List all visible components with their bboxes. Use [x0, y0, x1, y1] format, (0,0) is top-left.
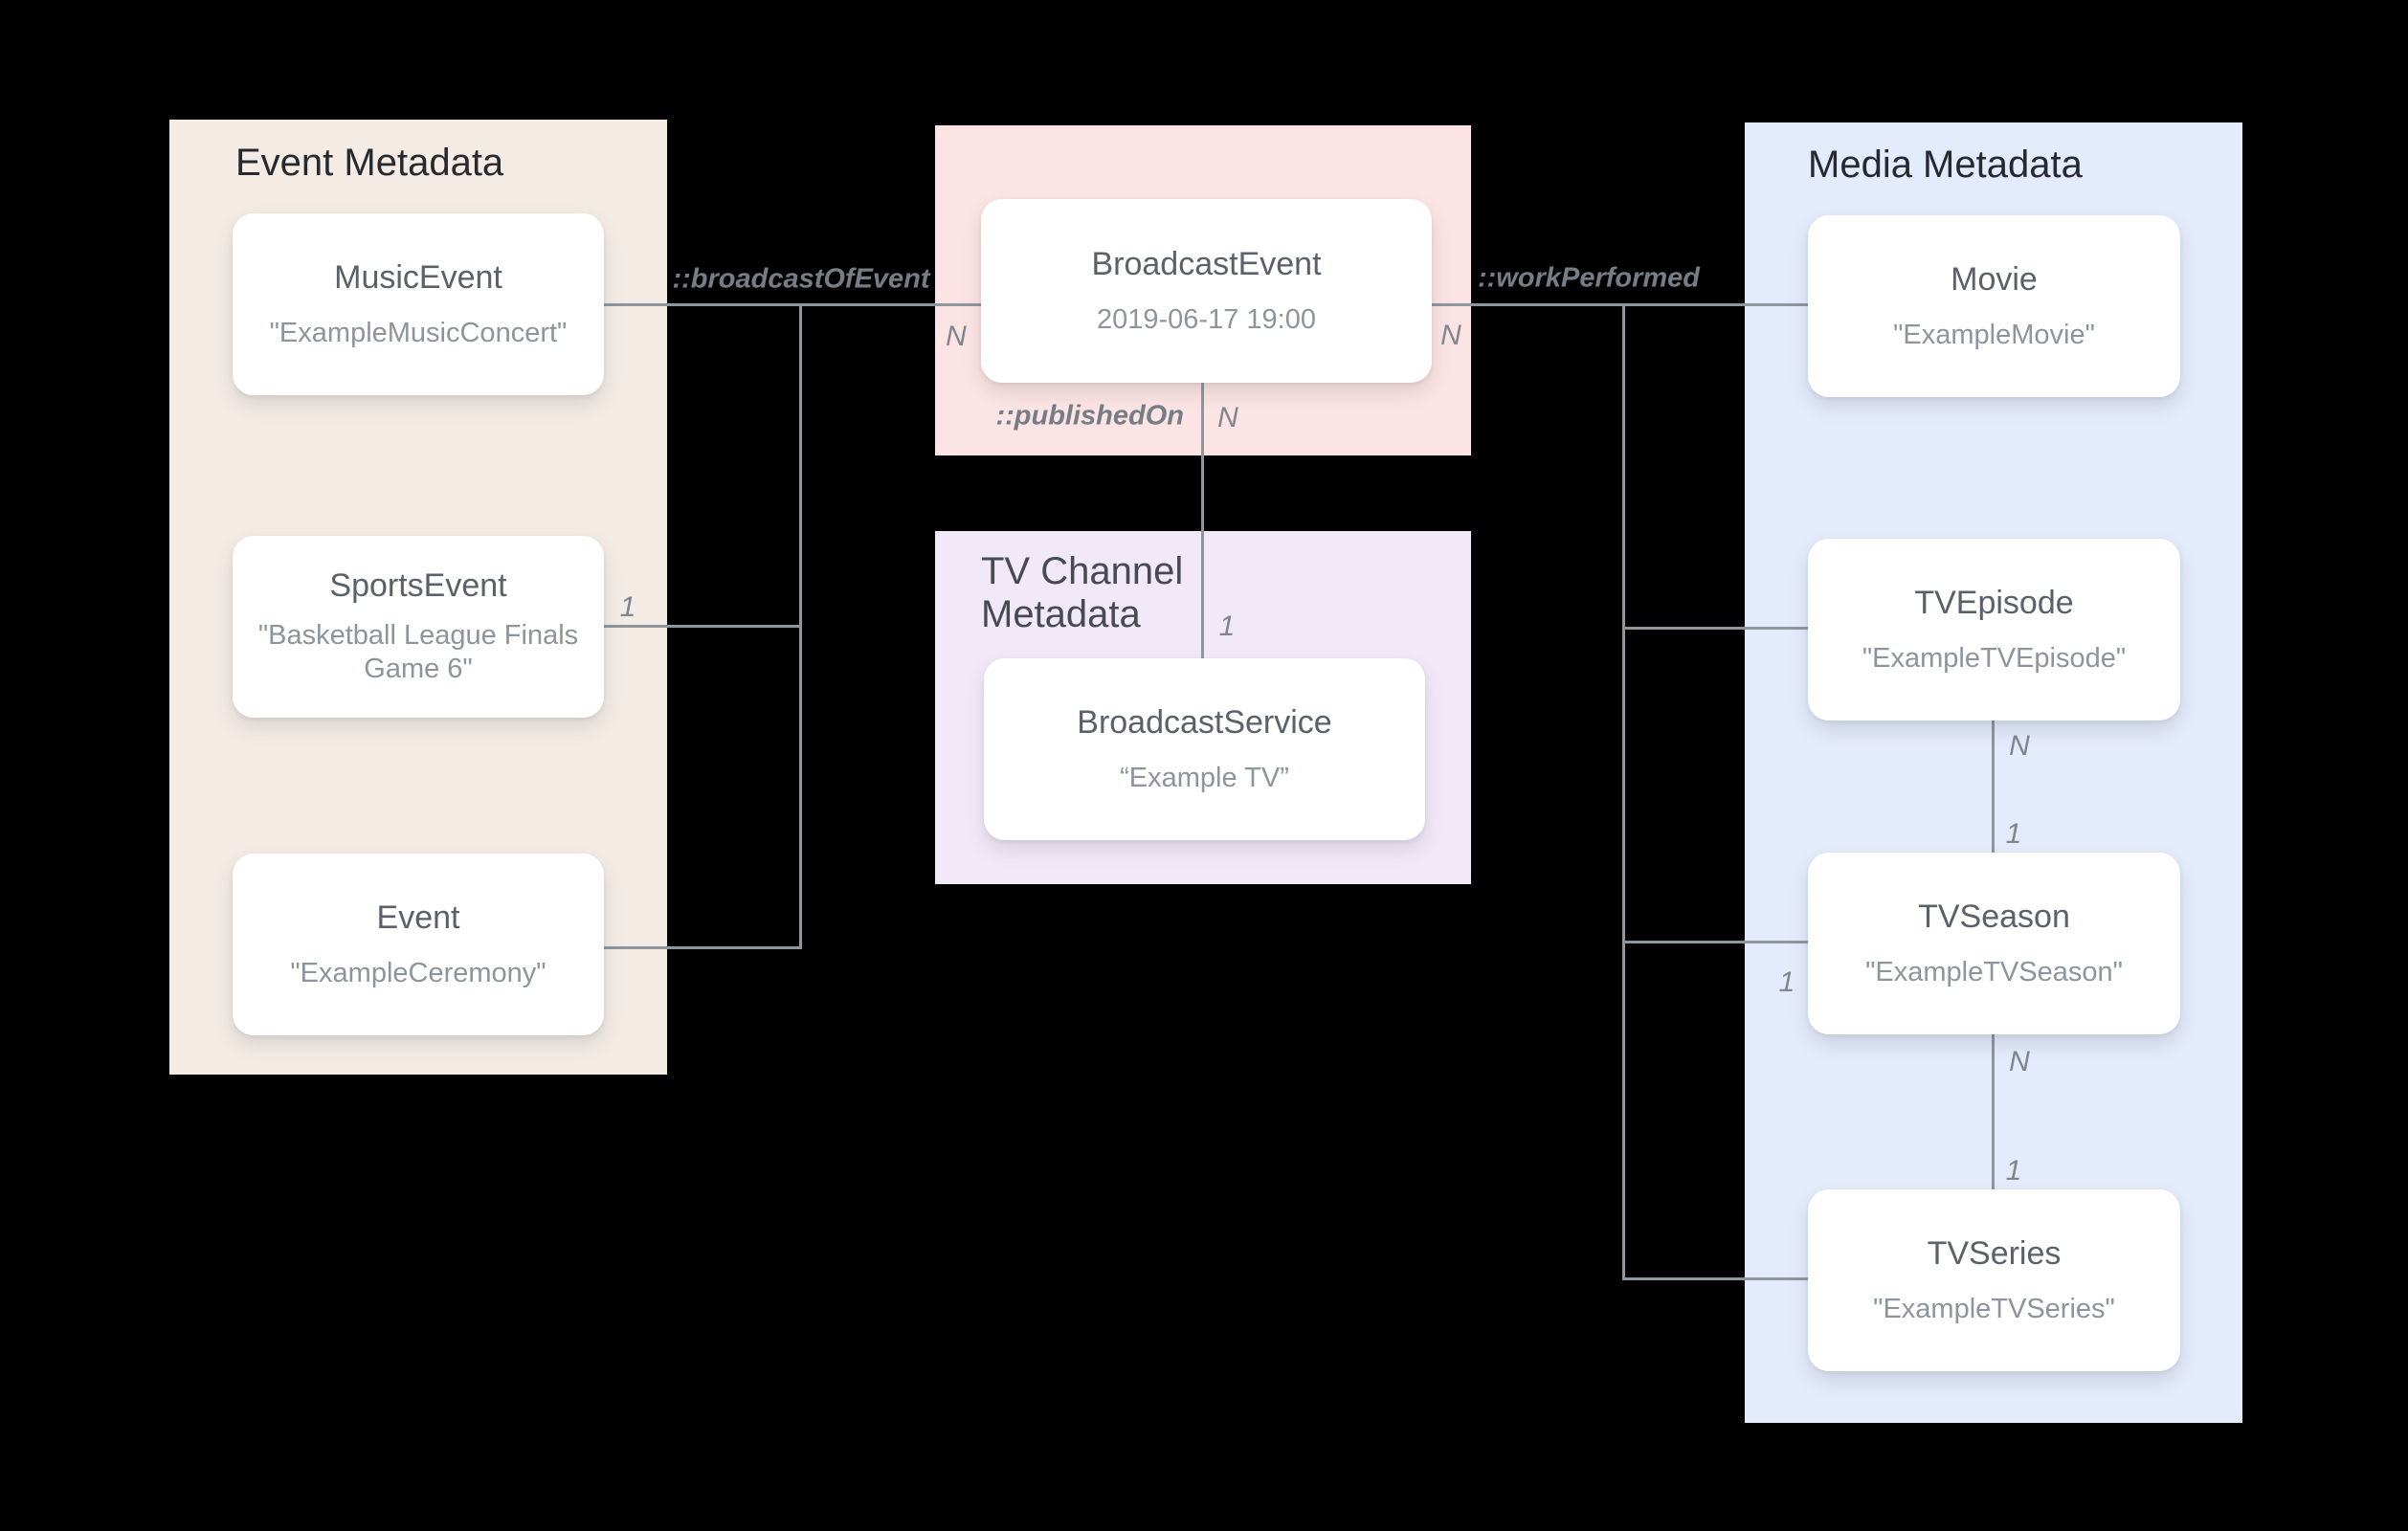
cardinality-episode-season-1: 1 [2005, 818, 2022, 850]
node-title: MusicEvent [334, 258, 502, 296]
node-title: TVEpisode [1914, 584, 2074, 621]
cardinality-sports-1: 1 [619, 591, 636, 623]
connector-right-junction-vertical [1622, 303, 1625, 1280]
tv-episode-node: TVEpisode "ExampleTVEpisode" [1808, 539, 2180, 721]
sports-event-node: SportsEvent "Basketball League Finals Ga… [233, 536, 604, 718]
node-subtitle: "Basketball League Finals Game 6" [257, 620, 579, 685]
connector-tvepisode-branch [1625, 627, 1808, 630]
node-title: TVSeason [1918, 898, 2070, 935]
tv-channel-metadata-title: TV Channel Metadata [981, 550, 1184, 635]
connector-tvseries-branch [1625, 1277, 1808, 1280]
tv-season-node: TVSeason "ExampleTVSeason" [1808, 853, 2180, 1034]
node-subtitle: “Example TV” [1120, 762, 1289, 793]
cardinality-published-n: N [1217, 402, 1238, 433]
broadcast-event-node: BroadcastEvent 2019-06-17 19:00 [981, 199, 1432, 383]
node-subtitle: "ExampleCeremony" [290, 957, 546, 988]
node-title: SportsEvent [329, 567, 507, 605]
event-node: Event "ExampleCeremony" [233, 854, 604, 1035]
connector-tvseason-branch [1625, 941, 1808, 943]
connector-tvseason-tvseries [1992, 1034, 1995, 1189]
node-subtitle: "ExampleTVSeason" [1865, 956, 2123, 987]
node-title: Event [376, 899, 460, 936]
media-metadata-title: Media Metadata [1808, 144, 2083, 186]
relation-label-publishedon: ::publishedOn [995, 400, 1184, 432]
connector-musicevent-broadcastevent [596, 303, 981, 306]
node-title: BroadcastService [1077, 703, 1332, 741]
music-event-node: MusicEvent "ExampleMusicConcert" [233, 213, 604, 395]
node-subtitle: "ExampleTVSeries" [1873, 1293, 2115, 1324]
event-metadata-title: Event Metadata [235, 142, 504, 184]
broadcast-service-node: BroadcastService “Example TV” [984, 658, 1425, 840]
cardinality-broadcast-right-n: N [1440, 320, 1461, 351]
connector-event-branch [604, 946, 802, 949]
relation-label-broadcastofevent: ::broadcastOfEvent [672, 263, 930, 295]
connector-broadcastevent-movie [1432, 303, 1808, 306]
cardinality-episode-season-n: N [2009, 730, 2030, 762]
cardinality-published-1: 1 [1218, 610, 1236, 642]
cardinality-season-series-n: N [2009, 1046, 2030, 1077]
node-title: TVSeries [1927, 1234, 2062, 1272]
node-subtitle: "ExampleMusicConcert" [269, 317, 568, 348]
movie-node: Movie "ExampleMovie" [1808, 215, 2180, 397]
node-subtitle: "ExampleMovie" [1893, 319, 2095, 350]
cardinality-broadcast-left-n: N [946, 321, 967, 352]
cardinality-season-series-1: 1 [2005, 1155, 2022, 1187]
tv-series-node: TVSeries "ExampleTVSeries" [1808, 1189, 2180, 1371]
connector-publishedon-vertical [1201, 383, 1204, 658]
node-subtitle: 2019-06-17 19:00 [1097, 303, 1316, 335]
node-title: Movie [1951, 260, 2038, 298]
cardinality-season-left-1: 1 [1778, 966, 1795, 998]
node-subtitle: "ExampleTVEpisode" [1862, 642, 2127, 674]
node-title: BroadcastEvent [1091, 245, 1322, 282]
connector-sportsevent-branch [604, 625, 802, 628]
relation-label-workperformed: ::workPerformed [1477, 262, 1701, 294]
connector-tvepisode-tvseason [1992, 721, 1995, 853]
